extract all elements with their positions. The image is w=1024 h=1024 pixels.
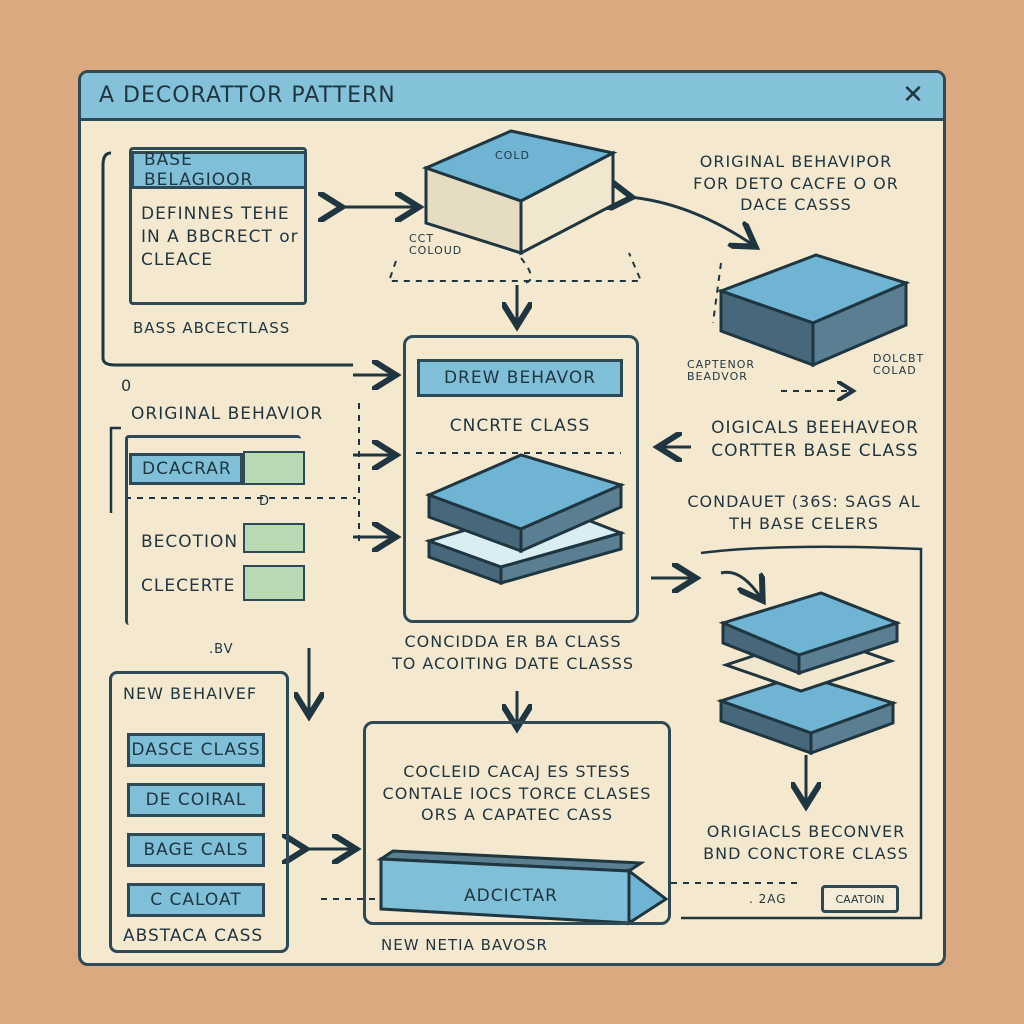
list-item: C CALOAT — [127, 883, 265, 917]
concrete-class-box — [403, 335, 639, 623]
dashed-line — [712, 262, 722, 324]
list-item: DCACRAR — [129, 453, 243, 485]
list-item: DASCE CLASS — [127, 733, 265, 767]
concrete-decorator-box — [363, 721, 671, 925]
dashed-line — [520, 257, 532, 284]
base-behavior-header: BASE BELAGIOOR — [131, 150, 307, 190]
stack-right — [716, 591, 902, 756]
new-behavior-heading: NEW BEHAIVEF — [123, 684, 258, 703]
slab-right — [716, 253, 911, 368]
origiacls-text: ORIGIACLS BECONVER BND CONCTORE CLASS — [703, 822, 909, 863]
green-swatch — [243, 451, 305, 485]
list-item: BAGE CALS — [127, 833, 265, 867]
base-class-caption: BASS ABCECTLASS — [133, 319, 291, 337]
concrete-decorator-text: COCLEID CACAJ ES STESS CONTALE IOCS TORC… — [382, 762, 652, 825]
adcictar-label: ADCICTAR — [464, 886, 558, 906]
dolcbt-caption: DOLCBT COLAD — [873, 352, 925, 378]
origicals-behavior-text: OIGICALS BEEHAVEOR CORTTER BASE CLASS — [711, 418, 919, 461]
green-swatch — [243, 523, 305, 553]
original-behavior-list — [125, 435, 301, 625]
title-bar: A DECORATTOR PATTERN ✕ — [81, 73, 943, 121]
middle-caption: CONCIDDA ER BA CLASS TO ACOITING DATE CL… — [391, 632, 635, 673]
green-swatch — [243, 565, 305, 601]
new-behavior-box — [109, 671, 289, 953]
new-behavior-caption: NEW NETIA BAVOSR — [381, 936, 548, 954]
mark-bv: .BV — [209, 642, 234, 657]
list-item: BECOTION — [141, 532, 239, 552]
condauet-text: CONDAUET (36S: SAGS AL TH BASE CELERS — [687, 492, 921, 533]
list-item: DE COIRAL — [127, 783, 265, 817]
cube-label: COLD — [495, 149, 530, 162]
abstract-class-caption: ABSTACA CASS — [123, 926, 264, 946]
middle-left-heading: ORIGINAL BEHAVIOR — [131, 404, 324, 424]
concrete-class-subtitle: CNCRTE CLASS — [449, 416, 591, 436]
connector-layer — [101, 129, 923, 926]
close-icon[interactable]: ✕ — [902, 80, 924, 110]
connector-arrow — [629, 197, 753, 245]
bracket-line — [681, 545, 923, 920]
cube-small-label: CCT COLOUD — [409, 232, 463, 258]
base-behavior-body: DEFINNES TEHE IN A BBCRECT or CLEACE — [141, 204, 299, 270]
window-title: A DECORATTOR PATTERN — [99, 83, 396, 108]
drew-behavior-header: DREW BEHAVOR — [417, 359, 623, 397]
base-behavior-box — [129, 147, 307, 305]
mark-zero: 0 — [121, 376, 133, 395]
small-text: . 2AG — [749, 892, 787, 906]
caatoin-tag: CAATOIN — [821, 885, 899, 913]
diagram-window: A DECORATTOR PATTERN ✕ — [78, 70, 946, 966]
connector-arrow — [720, 570, 761, 598]
stack-center — [424, 453, 626, 586]
bracket-line — [101, 151, 353, 367]
dashed-line — [387, 252, 643, 282]
captenor-caption: CAPTENOR BEADVOR — [687, 358, 756, 384]
list-item: CLECERTE — [141, 576, 236, 596]
mark-d: D — [259, 494, 271, 509]
bracket-line — [109, 426, 121, 513]
original-behavior-text: ORIGINAL BEHAVIPOR FOR DETO CACFE O OR D… — [693, 152, 899, 215]
cube-top — [421, 129, 618, 256]
